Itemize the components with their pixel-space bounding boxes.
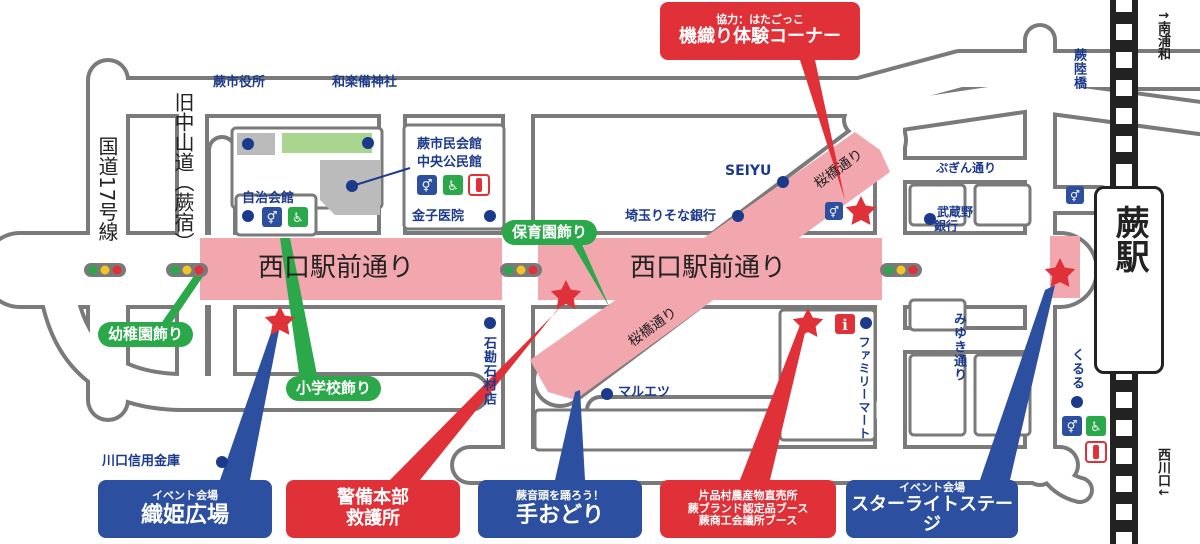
risona-label: 埼玉りそな銀行 (625, 209, 717, 224)
shogakko-decoration: 小学校飾り (286, 376, 382, 401)
minami-urawa-direction: ↑南浦和 (1155, 10, 1170, 60)
orihime-callout: イベント会場 織姫広場 (98, 480, 272, 538)
svg-text:⚥: ⚥ (1070, 190, 1080, 203)
hataori-callout: 協力：はたごっこ 機織り体験コーナー (660, 2, 860, 60)
hataori-callout-top: 協力：はたごっこ (716, 13, 804, 27)
orihime-callout-main: 織姫広場 (140, 502, 229, 528)
traffic-lights (84, 263, 922, 277)
kaikan-label-2: 中央公民館 (417, 155, 483, 170)
event-zones (200, 132, 1080, 400)
pugin-road-label: ぷぎん通り (936, 161, 997, 175)
info-icon: i (835, 314, 855, 334)
station-name: 蕨駅 (1109, 205, 1150, 273)
svg-text:⚥: ⚥ (422, 179, 433, 193)
svg-text:⚥: ⚥ (1067, 420, 1078, 434)
maruetsu-label: マルエツ (618, 385, 671, 400)
teodori-callout-top: 蕨音頭を踊ろう！ (516, 489, 604, 503)
starlight-callout-top: イベント会場 (899, 480, 965, 494)
shrine-area (282, 133, 372, 153)
warabi-station: 蕨駅 (1094, 186, 1164, 374)
kaikan-leader (351, 167, 411, 187)
miyuki-road-label: みゆき通り (951, 312, 966, 382)
starlight-callout: イベント会場 スターライトステージ (846, 480, 1018, 538)
starlight-callout-main: スターライトステージ (851, 493, 1013, 536)
svg-text:⚥: ⚥ (267, 211, 278, 225)
booth-callout: 片品村農産物直売所 蕨ブランド認定品ブース 蕨商工会議所ブース (660, 480, 836, 538)
seiyu-label: SEIYU (725, 163, 772, 179)
callout-pointers (160, 60, 1055, 480)
star-markers (264, 196, 1076, 337)
wheelchair-icons: ♿ ♿ ♿ (288, 175, 1106, 436)
yochien-decoration: 幼稚園飾り (98, 322, 194, 347)
warabi-rikkyo-label: 蕨陸橋 (1071, 48, 1086, 90)
teodori-callout-main: 手おどり (515, 502, 604, 528)
svg-text:♿: ♿ (447, 179, 459, 194)
kokudo-17-label: 国道17号線 (95, 136, 119, 242)
familymart-label: ファミリーマート (857, 336, 871, 440)
svg-text:♿: ♿ (292, 211, 304, 226)
kawaguchi-shinkin-label: 川口信用金庫 (102, 454, 181, 469)
teodori-callout: 蕨音頭を踊ろう！ 手おどり (478, 480, 642, 538)
svg-text:⚥: ⚥ (829, 206, 839, 219)
keibi-callout-line1: 警備本部 (337, 487, 409, 509)
jichikaikan-label: 自治会館 (242, 191, 295, 206)
musashino-label-2: 銀行 (934, 219, 959, 233)
orihime-callout-top: イベント会場 (152, 489, 218, 503)
hataori-callout-main: 機織り体験コーナー (679, 25, 841, 47)
kaneko-label: 金子医院 (412, 209, 465, 224)
hoikuen-decoration: 保育園飾り (502, 220, 598, 245)
wa-jinja-label: 和楽備神社 (332, 75, 398, 90)
kyu-nakasendo-label: 旧中山道（蕨宿） (171, 92, 195, 252)
shiyakusho-label: 蕨市役所 (213, 75, 266, 90)
booth-callout-line1: 片品村農産物直売所 (698, 489, 798, 503)
nishiguchi-road-right: 西口駅前通り (630, 253, 787, 283)
svg-text:i: i (842, 316, 848, 334)
kururu-label: くるる (1069, 348, 1084, 390)
fire-extinguisher-icons (468, 174, 1107, 463)
place-dots (216, 137, 1083, 468)
kaikan-label-1: 蕨市民会館 (417, 137, 483, 152)
nishi-kawaguchi-direction: 西川口↓ (1155, 448, 1170, 498)
restroom-icons: ⚥ ⚥ ⚥ ⚥ ⚥ (262, 175, 1084, 436)
booth-callout-line2: 蕨ブランド認定品ブース (687, 501, 809, 515)
booth-callout-line3: 蕨商工会議所ブース (698, 514, 798, 528)
nishiguchi-road-left: 西口駅前通り (258, 253, 415, 283)
musashino-label-1: 武蔵野 (937, 205, 974, 219)
ishikan-label: 石勘石材店 (481, 336, 496, 406)
keibi-callout: 警備本部 救護所 (286, 480, 460, 538)
keibi-callout-line2: 救護所 (346, 508, 400, 529)
svg-text:♿: ♿ (1090, 420, 1102, 435)
